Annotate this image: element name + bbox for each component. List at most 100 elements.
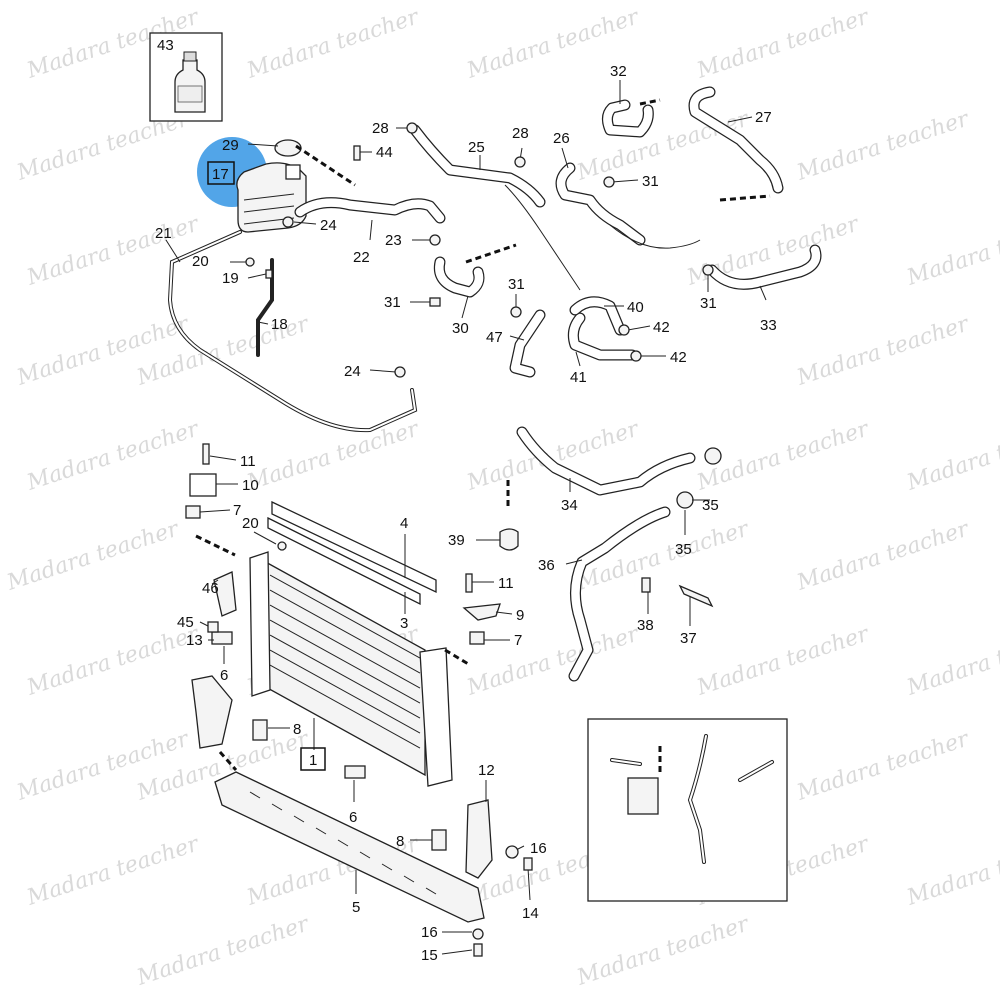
leader-line xyxy=(165,239,181,263)
callout-26: 26 xyxy=(553,130,570,147)
callout-3: 3 xyxy=(400,615,408,632)
bolt-38 xyxy=(641,577,651,593)
clip-24b xyxy=(394,366,406,378)
watermark: Madara teacher xyxy=(23,211,203,291)
leader-line xyxy=(759,285,767,301)
clip-23 xyxy=(429,234,441,246)
seal-strip-3 xyxy=(267,516,421,606)
leader-line xyxy=(575,351,581,367)
callout-23: 23 xyxy=(385,232,402,249)
callout-12: 12 xyxy=(478,762,495,779)
callout-19: 19 xyxy=(222,270,239,287)
callout-34: 34 xyxy=(561,497,578,514)
watermark: Madara teacher xyxy=(463,621,643,701)
callout-14: 14 xyxy=(522,905,539,922)
callout-5: 5 xyxy=(352,899,360,916)
callout-20b: 20 xyxy=(242,515,259,532)
upper-hoses xyxy=(294,86,822,378)
dash-connector xyxy=(295,144,356,187)
clamp-28a xyxy=(406,122,418,134)
clip-7a xyxy=(185,505,201,519)
sensor-39 xyxy=(499,528,519,551)
callout-11a: 11 xyxy=(240,453,256,470)
watermark: Madara teacher xyxy=(3,516,183,596)
clamp-28b xyxy=(514,156,526,168)
leader-line xyxy=(441,949,473,955)
watermark: Madara teacher xyxy=(903,831,1000,911)
callout-24b: 24 xyxy=(344,363,361,380)
watermark: Madara teacher xyxy=(133,911,313,991)
hose-32-inner xyxy=(603,100,653,137)
bracket-46 xyxy=(213,571,237,617)
watermark: Madara teacher xyxy=(573,911,753,991)
callout-39: 39 xyxy=(448,532,465,549)
leader-line xyxy=(611,179,639,183)
callout-28a: 28 xyxy=(372,120,389,137)
clip-24 xyxy=(282,216,294,228)
dashed-connectors xyxy=(195,98,771,776)
bolt-11a xyxy=(202,443,210,465)
callout-box-17 xyxy=(207,161,235,185)
washer-16a xyxy=(505,845,519,859)
leader-line xyxy=(509,335,525,341)
callout-4: 4 xyxy=(400,515,408,532)
callout-25: 25 xyxy=(468,139,485,156)
leader-line xyxy=(293,221,317,225)
callout-44: 44 xyxy=(376,144,393,161)
callout-18: 18 xyxy=(271,316,288,333)
lower-hoses xyxy=(516,426,722,682)
watermark: Madara teacher xyxy=(903,621,1000,701)
bolt-11b xyxy=(465,573,473,593)
callout-37: 37 xyxy=(680,630,697,647)
leader-line xyxy=(461,295,469,319)
leader-line xyxy=(247,273,267,279)
dash-connector xyxy=(465,243,517,264)
callout-16b: 16 xyxy=(421,924,438,941)
leader-line xyxy=(565,559,583,565)
leader-line xyxy=(199,509,231,513)
watermark: Madara teacher xyxy=(23,831,203,911)
clip-20b xyxy=(277,541,287,551)
bolt-15 xyxy=(473,943,483,957)
dash-connector xyxy=(639,98,661,106)
coolant-bottle-label xyxy=(177,85,203,103)
callout-46: 46 xyxy=(202,580,219,597)
clip-20 xyxy=(245,257,255,267)
callout-43: 43 xyxy=(157,37,174,54)
radiator-left-tank xyxy=(249,551,271,697)
callout-16a: 16 xyxy=(530,840,547,857)
inset-hose-inner xyxy=(611,735,773,863)
clip-31b xyxy=(429,297,441,307)
callout-24a: 24 xyxy=(320,217,337,234)
watermark: Madara teacher xyxy=(793,311,973,391)
watermark: Madara teacher xyxy=(793,516,973,596)
washer-16b xyxy=(472,928,484,940)
callout-27: 27 xyxy=(755,109,772,126)
wire-harness xyxy=(504,184,701,291)
callout-31b: 31 xyxy=(384,294,401,311)
expansion-tank-neck xyxy=(285,164,301,180)
hose-27-inner xyxy=(689,87,783,193)
bolt-44 xyxy=(353,145,361,161)
callout-6a: 6 xyxy=(220,667,228,684)
clip-19 xyxy=(265,269,273,279)
watermark: Madara teacher xyxy=(903,211,1000,291)
leader-line xyxy=(561,147,569,169)
leader-line xyxy=(727,116,753,123)
callout-13: 13 xyxy=(186,632,203,649)
callout-31d: 31 xyxy=(700,295,717,312)
callout-30: 30 xyxy=(452,320,469,337)
pad-6a xyxy=(211,631,233,645)
callout-21: 21 xyxy=(155,225,172,242)
pad-6b xyxy=(344,765,366,779)
callout-35b: 35 xyxy=(675,541,692,558)
callout-box-1 xyxy=(300,747,326,771)
watermark: Madara teacher xyxy=(243,416,423,496)
callout-numbers: 43 29 17 28 44 25 28 26 32 27 31 24 21 2… xyxy=(155,37,777,964)
callout-29: 29 xyxy=(222,137,239,154)
clip-45 xyxy=(207,621,219,633)
dash-connector xyxy=(195,534,236,557)
hardware xyxy=(207,122,714,957)
